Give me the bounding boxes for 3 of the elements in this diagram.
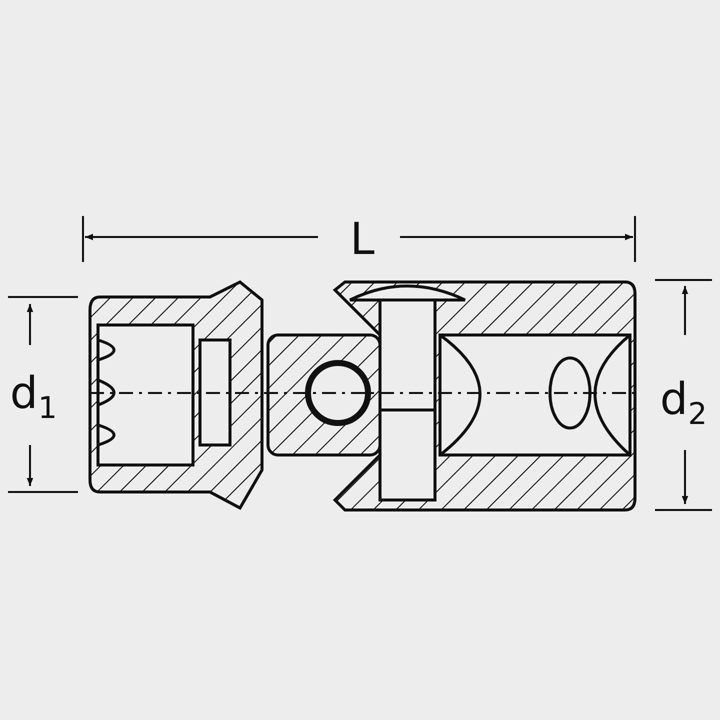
dimension-label: d$_{2}$ (660, 378, 708, 430)
dimension-label: d$_{1}$ (10, 372, 58, 424)
dimension-label: L (350, 218, 375, 262)
